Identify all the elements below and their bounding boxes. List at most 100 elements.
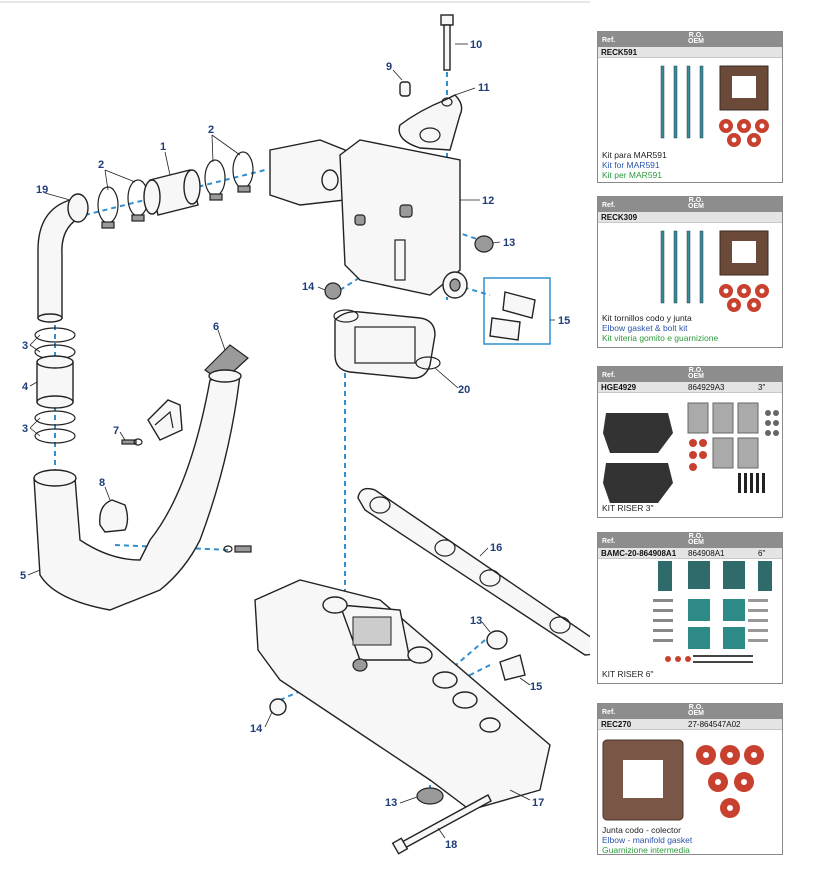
callout-5: 5 — [20, 570, 26, 582]
callout-17: 17 — [532, 797, 544, 809]
kit-bolts-gaskets-image — [660, 230, 769, 312]
part-8-clip — [99, 499, 129, 533]
callout-16: 16 — [490, 542, 502, 554]
ref-label: Ref. — [602, 372, 616, 379]
part-15-fittings-box — [483, 277, 551, 345]
riser-kit-image — [653, 561, 772, 663]
part-5-y-pipe — [33, 369, 242, 611]
callout-2a: 2 — [98, 159, 104, 171]
kit-card-bamc-20-864908a1[interactable]: Ref. R.O.OEM BAMC-20-864908A1 864908A1 6… — [597, 532, 783, 684]
card-header: Ref. R.O.OEM — [598, 367, 782, 382]
ref-label: Ref. — [602, 709, 616, 716]
callout-13a: 13 — [503, 237, 515, 249]
ro-oem-label: R.O.OEM — [688, 704, 704, 717]
part-1-rubber-hose — [143, 169, 201, 216]
callout-2b: 2 — [208, 124, 214, 136]
part-11-lifting-bracket — [398, 94, 463, 151]
part-12-riser-body — [269, 139, 468, 299]
part-20-gasket — [333, 309, 441, 379]
kit-description: Junta codo - colector Elbow - manifold g… — [602, 825, 693, 855]
mounting-bracket — [147, 399, 183, 441]
part-2-hose-clamps-right — [204, 151, 254, 201]
part-15-fitting-manifold — [499, 654, 526, 681]
part-13-plug-upper — [474, 235, 494, 253]
callout-14b: 14 — [250, 723, 263, 735]
card-header: Ref. R.O.OEM — [598, 32, 782, 47]
callout-3b: 3 — [22, 423, 28, 435]
side-bolt — [223, 545, 252, 553]
ref-label: Ref. — [602, 202, 616, 209]
kit-description: Kit para MAR591 Kit for MAR591 Kit per M… — [602, 150, 667, 180]
kit-code: REC270 — [601, 720, 632, 729]
oem-number: 27-864547A02 — [688, 720, 741, 729]
kit-caption: KIT RISER 6" — [602, 669, 654, 679]
kit-card-rec270[interactable]: Ref. R.O.OEM REC270 27-864547A02 Junta c… — [597, 703, 783, 855]
callout-13c: 13 — [385, 797, 397, 809]
card-code-row: RECK591 — [598, 47, 782, 58]
oem-number: 864929A3 — [688, 383, 725, 392]
part-14-plug-upper — [324, 282, 342, 300]
card-body: Kit tornillos codo y junta Elbow gasket … — [598, 223, 782, 348]
callout-1: 1 — [160, 141, 166, 153]
callout-20: 20 — [458, 384, 470, 396]
kit-code: RECK591 — [601, 48, 638, 57]
leader-lines — [27, 43, 555, 839]
card-header: Ref. R.O.OEM — [598, 533, 782, 548]
part-16-manifold-gasket — [357, 487, 590, 656]
kit-bolts-gaskets-image — [660, 65, 769, 147]
kit-caption: KIT RISER 3" — [602, 503, 654, 513]
card-body: Junta codo - colector Elbow - manifold g… — [598, 730, 782, 855]
callout-12: 12 — [482, 195, 494, 207]
part-7-screw — [121, 438, 143, 446]
card-body: KIT RISER 6" — [598, 559, 782, 684]
card-code-row: RECK309 — [598, 212, 782, 223]
kit-description: Kit tornillos codo y junta Elbow gasket … — [602, 313, 719, 343]
callout-15b: 15 — [530, 681, 542, 693]
callout-18: 18 — [445, 839, 457, 851]
callout-11: 11 — [478, 82, 490, 94]
ro-oem-label: R.O.OEM — [688, 32, 704, 45]
card-code-row: BAMC-20-864908A1 864908A1 6" — [598, 548, 782, 559]
card-body: KIT RISER 3" — [598, 393, 782, 518]
callout-6: 6 — [213, 321, 219, 333]
part-2-hose-clamps-left — [97, 179, 149, 229]
part-14-plug-lower — [269, 698, 287, 716]
part-10-bolt — [440, 14, 454, 71]
card-body: Kit para MAR591 Kit for MAR591 Kit per M… — [598, 58, 782, 183]
kit-card-hge4929[interactable]: Ref. R.O.OEM HGE4929 864929A3 3" KIT RIS… — [597, 366, 783, 518]
callout-8: 8 — [99, 477, 105, 489]
exhaust-exploded-diagram: 1 2 2 19 3 4 3 5 6 7 8 9 10 11 12 13 14 … — [0, 1, 590, 855]
part-18-long-bolt — [391, 794, 492, 855]
ro-oem-label: R.O.OEM — [688, 367, 704, 380]
callout-3a: 3 — [22, 340, 28, 352]
part-19-exhaust-elbow — [37, 193, 89, 323]
callout-4: 4 — [22, 381, 29, 393]
callout-15a: 15 — [558, 315, 570, 327]
card-code-row: HGE4929 864929A3 3" — [598, 382, 782, 393]
ro-oem-label: R.O.OEM — [688, 197, 704, 210]
callout-7: 7 — [113, 425, 119, 437]
kit-card-reck591[interactable]: Ref. R.O.OEM RECK591 Kit para MAR591 Kit… — [597, 31, 783, 183]
ref-label: Ref. — [602, 37, 616, 44]
kit-size: 6" — [758, 549, 766, 558]
callout-10: 10 — [470, 39, 482, 51]
part-13-plug-lower — [416, 787, 444, 805]
card-header: Ref. R.O.OEM — [598, 704, 782, 719]
callout-13b: 13 — [470, 615, 482, 627]
ro-oem-label: R.O.OEM — [688, 533, 704, 546]
part-9-pin — [399, 81, 411, 97]
callout-14a: 14 — [302, 281, 315, 293]
gasket-kit-image — [602, 739, 764, 821]
card-code-row: REC270 27-864547A02 — [598, 719, 782, 730]
kit-size: 3" — [758, 383, 766, 392]
kit-card-reck309[interactable]: Ref. R.O.OEM RECK309 Kit tornillos codo … — [597, 196, 783, 348]
kit-code: HGE4929 — [601, 383, 637, 392]
callout-9: 9 — [386, 61, 392, 73]
card-header: Ref. R.O.OEM — [598, 197, 782, 212]
callout-labels: 1 2 2 19 3 4 3 5 6 7 8 9 10 11 12 13 14 … — [20, 39, 570, 851]
part-17-exhaust-manifold — [254, 579, 551, 811]
part-13-plug-manifold — [486, 630, 508, 650]
riser-kit-image — [603, 402, 779, 503]
oem-number: 864908A1 — [688, 549, 725, 558]
kit-code: BAMC-20-864908A1 — [601, 549, 677, 558]
